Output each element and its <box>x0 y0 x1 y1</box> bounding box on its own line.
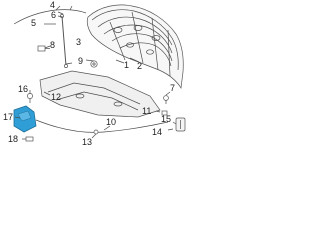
callout-14: 14 <box>152 127 162 137</box>
callout-9: 9 <box>78 56 83 66</box>
hood-seal <box>13 9 87 25</box>
callout-3: 3 <box>76 37 81 47</box>
callout-15: 15 <box>161 114 171 124</box>
prop-rod <box>60 14 68 68</box>
cable-end-13 <box>93 129 99 135</box>
hood-panel <box>86 4 184 90</box>
callout-2: 2 <box>137 61 142 71</box>
callout-10: 10 <box>106 117 116 127</box>
clip-part <box>37 45 50 52</box>
fastener-16 <box>27 93 33 103</box>
bolt-11 <box>161 110 168 116</box>
callout-1: 1 <box>124 60 129 70</box>
leader-lines <box>14 11 177 140</box>
release-cable <box>35 119 169 133</box>
release-handle <box>175 117 186 132</box>
callout-18: 18 <box>8 134 18 144</box>
callout-4: 4 <box>50 0 55 10</box>
callout-17: 17 <box>3 112 13 122</box>
callout-12: 12 <box>51 92 61 102</box>
callout-labels: 1 2 3 4 5 6 7 8 9 10 11 12 13 14 15 16 1… <box>3 0 175 147</box>
callout-8: 8 <box>50 40 55 50</box>
hood-latch-highlighted <box>13 105 37 133</box>
cable-clip-18 <box>25 136 34 142</box>
callout-13: 13 <box>82 137 92 147</box>
callout-16: 16 <box>18 84 28 94</box>
bolt-7 <box>163 95 169 104</box>
callout-11: 11 <box>142 106 151 116</box>
parts-diagram: 1 2 3 4 5 6 7 8 9 10 11 12 13 14 15 16 1… <box>0 0 200 147</box>
callout-6: 6 <box>51 10 56 20</box>
insulator-pad <box>39 70 161 118</box>
callout-7: 7 <box>170 83 175 93</box>
hood-assembly-drawing: 1 2 3 4 5 6 7 8 9 10 11 12 13 14 15 16 1… <box>3 0 186 147</box>
grommet-part <box>90 60 98 68</box>
callout-5: 5 <box>31 18 36 28</box>
